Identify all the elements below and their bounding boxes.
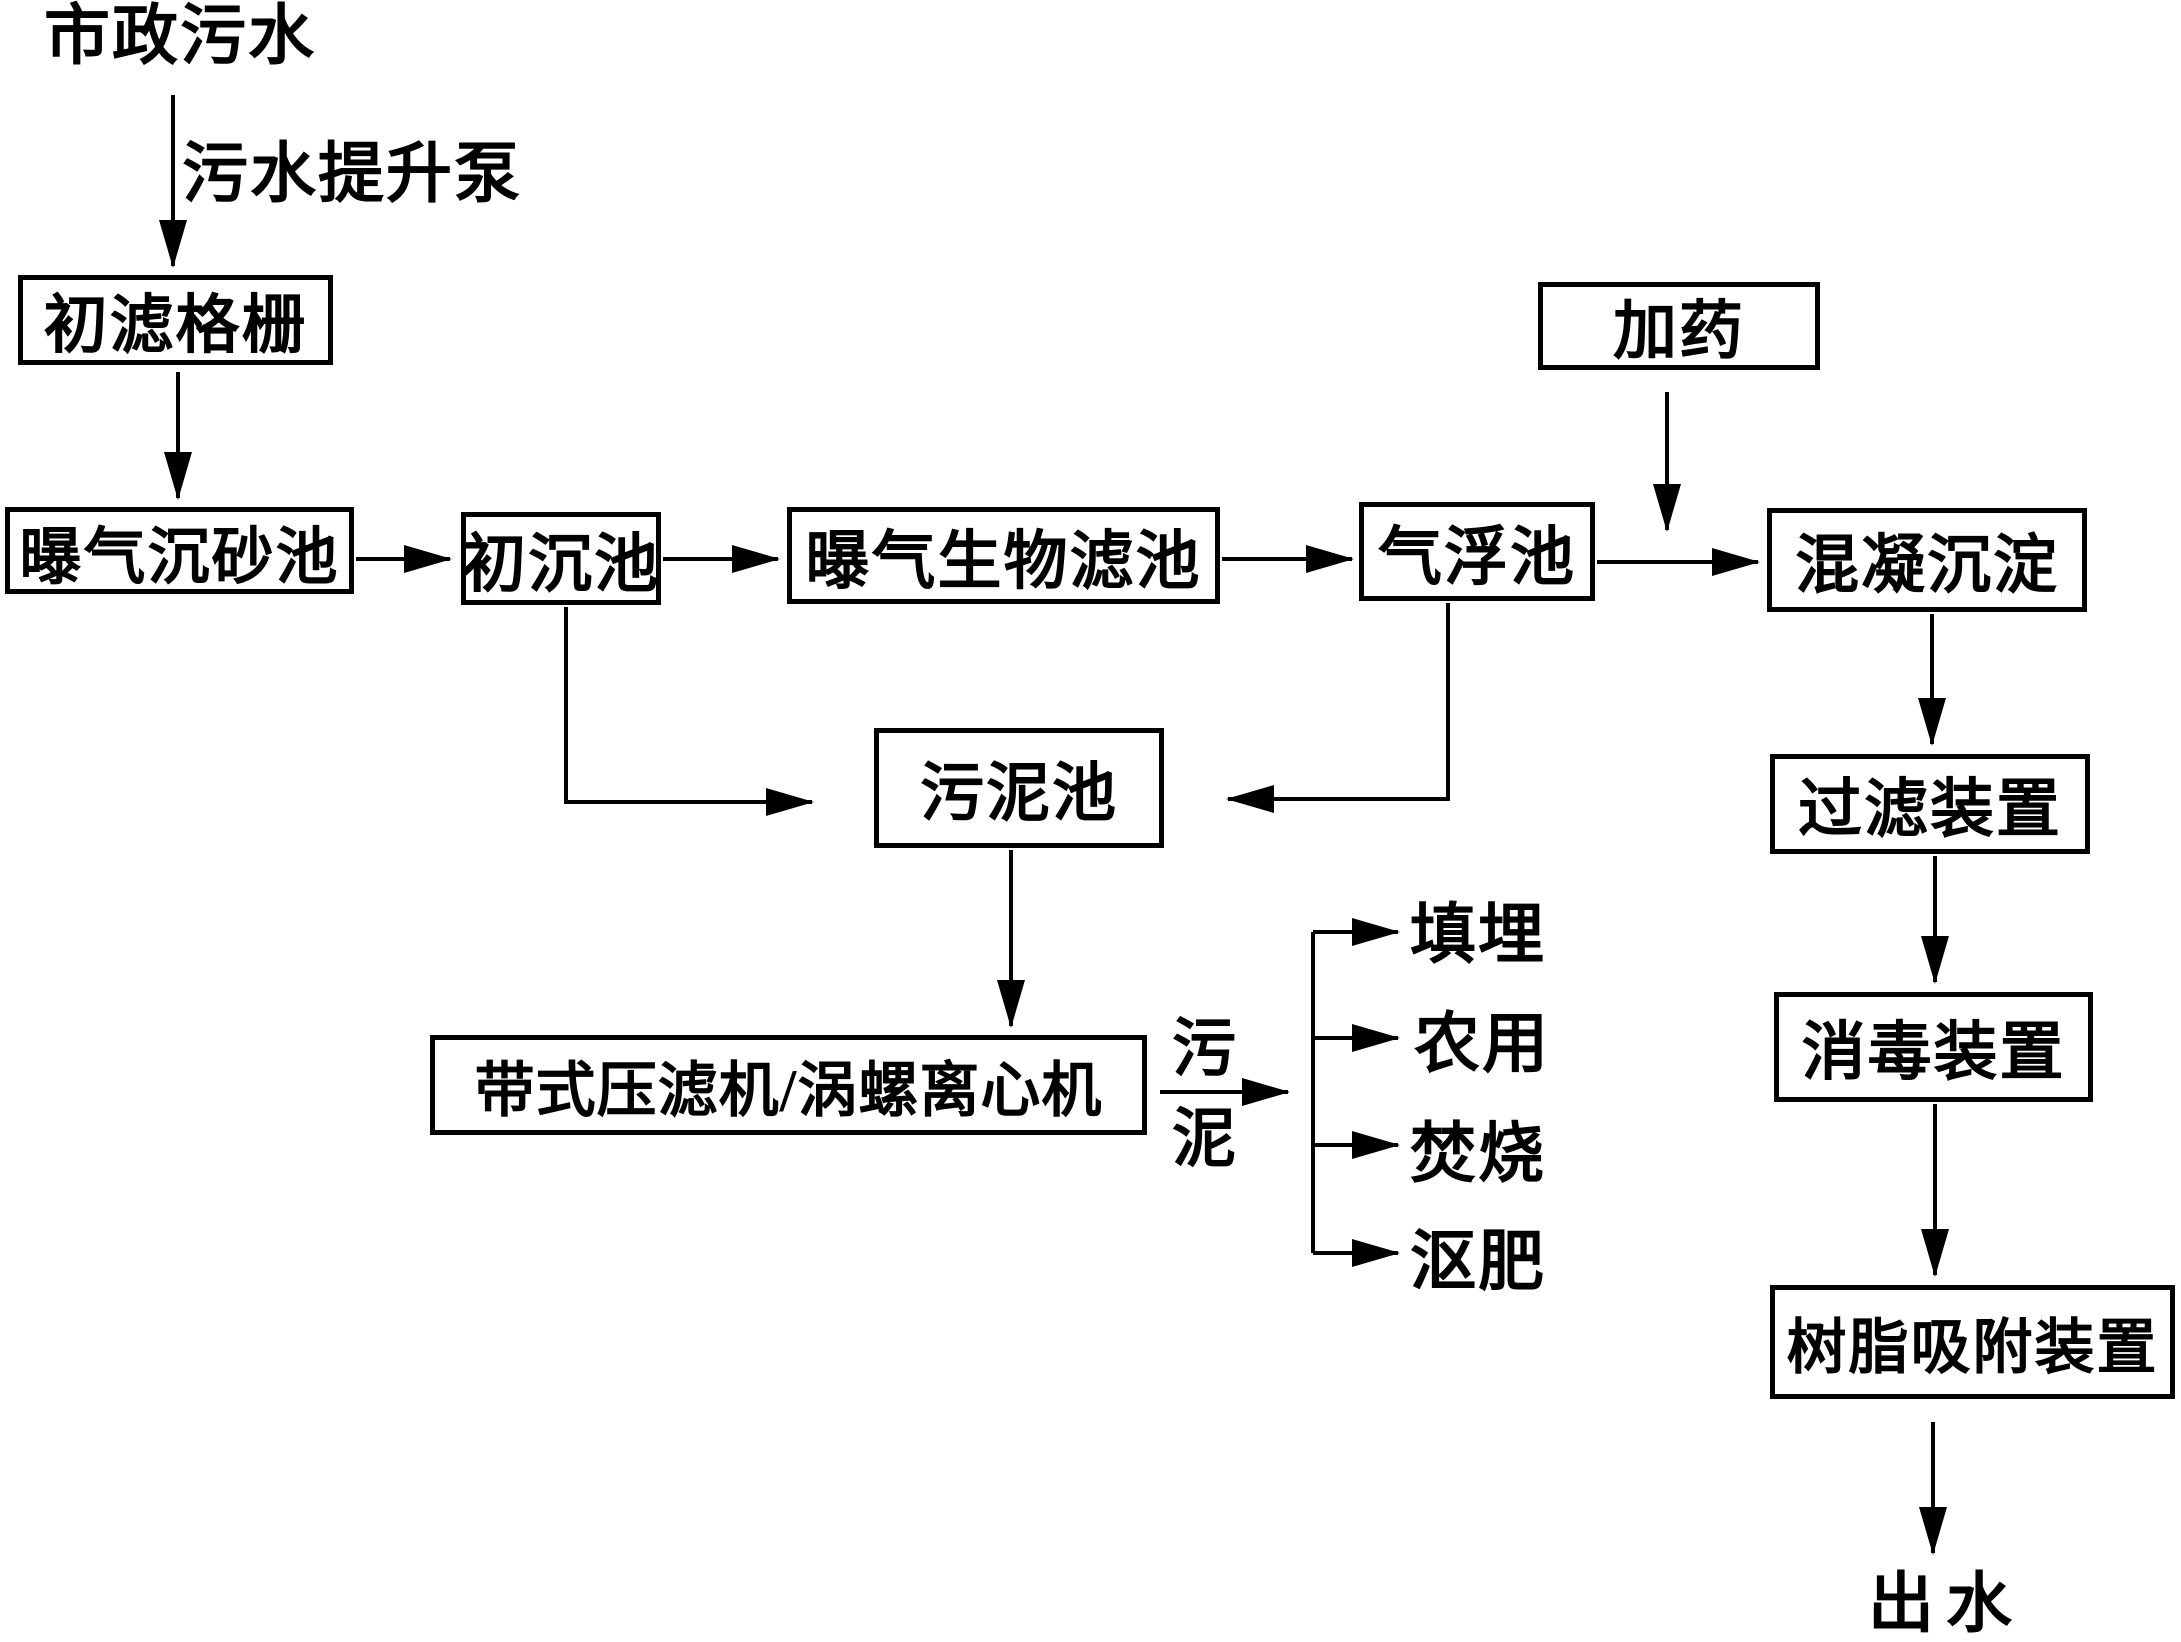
effluent-label: 出水	[1868, 1568, 2024, 1641]
arrow-primary-to-sludgetank	[564, 607, 814, 816]
source-label: 市政污水	[44, 0, 316, 73]
node-dewatering-machine-box: 带式压滤机/涡螺离心机	[430, 1035, 1147, 1135]
disposal-label-compost: 沤肥	[1410, 1226, 1546, 1299]
disposal-label-landfill: 填埋	[1410, 899, 1546, 972]
node-dosing-box: 加药	[1538, 282, 1820, 370]
pump-edge-label: 污水提升泵	[182, 138, 522, 211]
disposal-label-agricultural: 农用	[1414, 1008, 1550, 1081]
node-resin-adsorption-box: 树脂吸附装置	[1770, 1285, 2175, 1399]
node-filtration-device-box: 过滤装置	[1770, 754, 2090, 854]
sludge-edge-label: 污泥	[1163, 1014, 1234, 1194]
node-disinfection-device-box: 消毒装置	[1774, 992, 2093, 1102]
node-sludge-tank-box: 污泥池	[874, 728, 1164, 848]
node-air-flotation-box: 气浮池	[1359, 502, 1595, 601]
node-primary-sedimentation-box: 初沉池	[461, 512, 661, 605]
node-grit-chamber-box: 曝气沉砂池	[5, 507, 354, 594]
arrow-flotation-to-sludgetank	[1226, 603, 1450, 813]
node-screen-box: 初滤格栅	[18, 275, 333, 365]
disposal-label-incineration: 焚烧	[1410, 1118, 1546, 1191]
node-coagulation-sedimentation-box: 混凝沉淀	[1767, 508, 2087, 612]
node-biological-aerated-filter-box: 曝气生物滤池	[787, 507, 1220, 604]
